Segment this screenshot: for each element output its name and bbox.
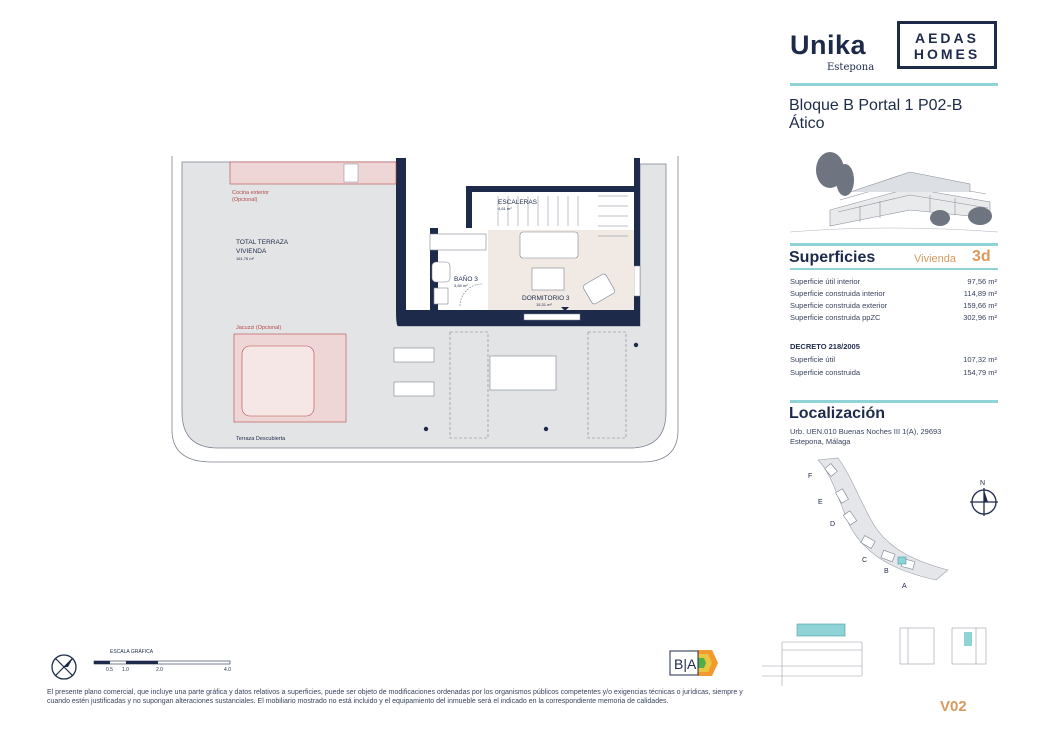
kitchen-optional: (Opcional) <box>232 197 258 203</box>
unit-location-marker <box>897 556 907 565</box>
block-label: B <box>884 568 889 575</box>
unit-title-line1: Bloque B Portal 1 P02-B <box>789 97 963 114</box>
spec-label: Superficie útil <box>790 355 836 364</box>
project-name: Unika <box>790 30 867 60</box>
decreto-title: DECRETO 218/2005 <box>790 342 860 351</box>
wall <box>406 310 636 326</box>
wall <box>466 186 640 228</box>
spec-value: 97,56 m² <box>967 277 997 286</box>
unit-title-line2: Ático <box>789 115 825 132</box>
north-arrow-icon: N <box>970 480 998 516</box>
spec-row: Superficie construida 154,79 m² <box>790 368 997 377</box>
bathroom-room <box>406 228 430 310</box>
wall <box>634 158 640 326</box>
scale-tick: 0.5 <box>106 667 113 673</box>
window <box>633 265 641 297</box>
divider <box>790 243 998 246</box>
spec-row: Superficie útil interior 97,56 m² <box>790 277 997 286</box>
scale-bar: ESCALA GRÁFICA 0.5 1.0 2.0 4.0 <box>51 648 231 680</box>
entrance-arrow-icon <box>561 307 569 311</box>
window <box>523 313 581 321</box>
spec-label: Superficie construida <box>790 368 861 377</box>
stairs-area: 4,61 m² <box>498 206 512 211</box>
terrace-area: 161,76 m² <box>236 256 255 261</box>
spec-value: 159,66 m² <box>963 301 997 310</box>
terrace-outline <box>171 156 679 463</box>
key-plan <box>762 623 987 686</box>
scale-tick: 1.0 <box>122 667 129 673</box>
localizacion-title: Localización <box>789 405 886 422</box>
block-label: D <box>830 521 835 528</box>
developer-logo-line2: HOMES <box>913 46 981 62</box>
scale-tick: 2.0 <box>156 667 163 673</box>
bathroom-area: 3,89 m² <box>454 283 468 288</box>
block-label: F <box>808 473 812 480</box>
stairs-label: ESCALERAS <box>498 199 538 206</box>
bathroom-fixtures <box>429 233 487 307</box>
bedroom-furniture <box>519 231 615 305</box>
spec-label: Superficie construida exterior <box>790 301 888 310</box>
site-map: F E D C B A N <box>808 457 998 590</box>
terrace-uncovered-label: Terraza Descubierta <box>236 436 286 442</box>
optional-kitchen <box>229 161 397 185</box>
jacuzzi-label: Jacuzzi (Opcional) <box>236 325 281 331</box>
block-label: C <box>862 557 867 564</box>
bedroom-area: 15,31 m² <box>536 302 552 307</box>
building-illustration <box>790 152 998 233</box>
compass-icon <box>51 654 77 680</box>
spec-row: Superficie construida exterior 159,66 m² <box>790 301 997 310</box>
stairs-room <box>474 192 634 228</box>
spec-label: Superficie útil interior <box>790 277 861 286</box>
vivienda-label: Vivienda <box>914 253 956 265</box>
spec-row: Superficie útil 107,32 m² <box>790 355 997 364</box>
bathroom-label: BAÑO 3 <box>454 274 478 283</box>
divider <box>790 400 998 403</box>
developer-logo-line1: AEDAS <box>914 30 979 46</box>
spec-row: Superficie construida ppZC 302,96 m² <box>790 313 997 322</box>
address: Urb. UEN.010 Buenas Noches III 1(A), 296… <box>790 427 941 447</box>
block-label: E <box>818 499 823 506</box>
address-line2: Estepona, Málaga <box>790 437 851 446</box>
outdoor-furniture <box>393 331 627 439</box>
divider <box>790 83 998 86</box>
kitchen-label: Cocina exterior <box>232 190 269 196</box>
legal-disclaimer: El presente plano comercial, que incluye… <box>47 689 743 705</box>
divider <box>790 268 998 270</box>
version-label: V02 <box>940 698 967 715</box>
spec-row: Superficie construida interior 114,89 m² <box>790 289 997 298</box>
vivienda-type: 3d <box>972 248 991 265</box>
energy-label: B|A <box>669 650 718 676</box>
spec-label: Superficie construida ppZC <box>790 313 881 322</box>
scale-tick: 4.0 <box>224 667 231 673</box>
spec-value: 114,89 m² <box>963 289 997 298</box>
north-label: N <box>980 480 985 487</box>
spec-value: 302,96 m² <box>963 313 997 322</box>
unit-title: Bloque B Portal 1 P02-B Ático <box>789 97 962 133</box>
stairs <box>497 195 628 237</box>
energy-rating: B|A <box>674 656 697 672</box>
spec-value: 107,32 m² <box>963 355 997 364</box>
scale-title: ESCALA GRÁFICA <box>110 648 154 655</box>
developer-logo: AEDAS HOMES <box>897 21 997 69</box>
address-line1: Urb. UEN.010 Buenas Noches III 1(A), 296… <box>790 427 942 436</box>
spec-value: 154,79 m² <box>963 368 997 377</box>
superficies-title: Superficies <box>789 249 876 266</box>
terrace-subtitle: VIVIENDA <box>236 248 267 255</box>
project-location: Estepona <box>827 62 875 73</box>
block-label: A <box>902 583 907 590</box>
bedroom-label: DORMITORIO 3 <box>522 295 570 302</box>
floor-plan: TOTAL TERRAZA VIVIENDA 161,76 m² Cocina … <box>171 156 679 463</box>
terrace-title: TOTAL TERRAZA <box>236 239 289 246</box>
spec-label: Superficie construida interior <box>790 289 886 298</box>
